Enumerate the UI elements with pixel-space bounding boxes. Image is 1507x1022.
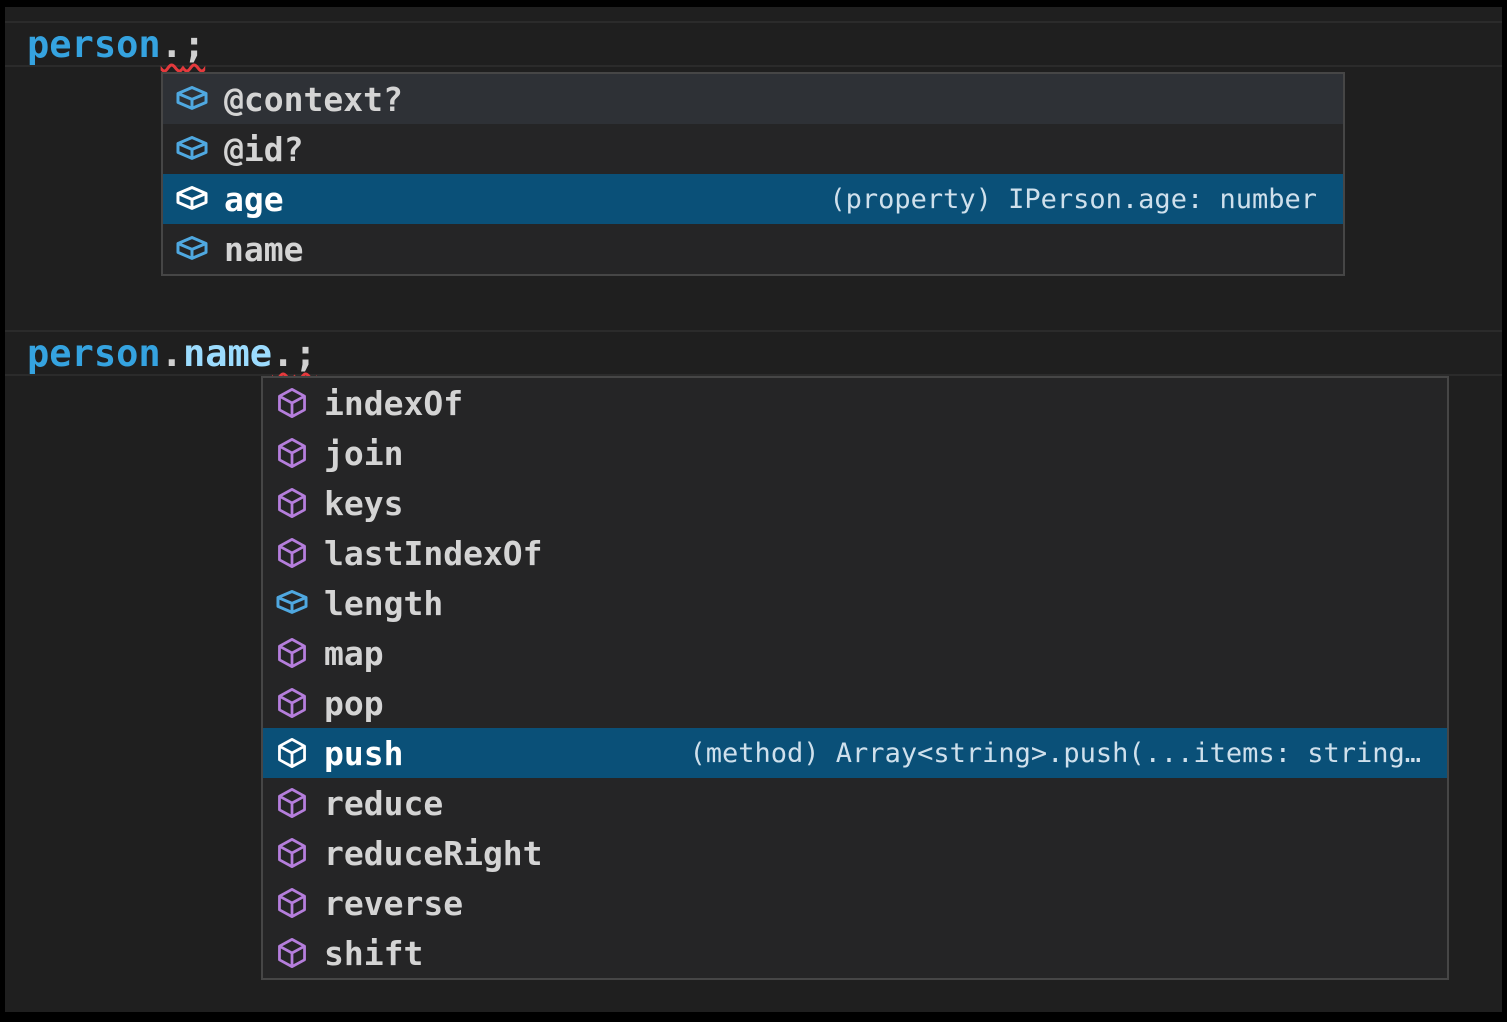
field-icon bbox=[175, 82, 209, 116]
suggest-item-label: indexOf bbox=[324, 383, 464, 423]
suggest-item-shift[interactable]: shift bbox=[263, 928, 1447, 978]
suggest-item-label: keys bbox=[324, 483, 404, 523]
suggest-item-label: reverse bbox=[324, 883, 464, 923]
code-token-semicolon: ; bbox=[294, 331, 317, 375]
suggest-item-label: @id? bbox=[224, 129, 304, 169]
suggest-item-join[interactable]: join bbox=[263, 428, 1447, 478]
suggest-item-label: pop bbox=[324, 683, 384, 723]
code-token-name: name bbox=[182, 331, 273, 375]
suggest-widget-string-members: indexOf join keys lastIndexOf length map… bbox=[261, 376, 1449, 980]
suggest-item-label: name bbox=[224, 229, 304, 269]
method-icon bbox=[275, 636, 309, 670]
method-icon bbox=[275, 436, 309, 470]
suggest-widget-person-members: @context? @id? age (property) IPerson.ag… bbox=[161, 72, 1345, 276]
suggest-item-length[interactable]: length bbox=[263, 578, 1447, 628]
suggest-item-label: age bbox=[224, 179, 284, 219]
method-icon bbox=[275, 386, 309, 420]
suggest-item-age[interactable]: age (property) IPerson.age: number bbox=[163, 174, 1343, 224]
suggest-item-map[interactable]: map bbox=[263, 628, 1447, 678]
code-token-person: person bbox=[27, 331, 161, 375]
suggest-item-detail: (property) IPerson.age: number bbox=[829, 183, 1317, 215]
suggest-item-name[interactable]: name bbox=[163, 224, 1343, 274]
suggest-item-label: reduce bbox=[324, 783, 444, 823]
suggest-item-id[interactable]: @id? bbox=[163, 124, 1343, 174]
code-token-dot: . bbox=[160, 331, 183, 375]
field-icon bbox=[175, 132, 209, 166]
code-editor[interactable]: person.; @context? @id? age (property) I… bbox=[5, 7, 1502, 1012]
field-icon bbox=[175, 232, 209, 266]
field-icon bbox=[275, 586, 309, 620]
suggest-item-context[interactable]: @context? bbox=[163, 74, 1343, 124]
suggest-item-label: reduceRight bbox=[324, 833, 543, 873]
suggest-item-reverse[interactable]: reverse bbox=[263, 878, 1447, 928]
suggest-item-label: shift bbox=[324, 933, 424, 973]
code-token-semicolon: ; bbox=[182, 22, 206, 66]
suggest-item-push[interactable]: push (method) Array<string>.push(...item… bbox=[263, 728, 1447, 778]
method-icon bbox=[275, 836, 309, 870]
suggest-item-keys[interactable]: keys bbox=[263, 478, 1447, 528]
code-line-1[interactable]: person.; bbox=[5, 21, 1502, 67]
method-icon bbox=[275, 486, 309, 520]
code-token-dot: . bbox=[272, 331, 295, 375]
code-line-2[interactable]: person.name.; bbox=[5, 330, 1502, 376]
method-icon bbox=[275, 786, 309, 820]
method-icon bbox=[275, 536, 309, 570]
suggest-item-indexof[interactable]: indexOf bbox=[263, 378, 1447, 428]
method-icon bbox=[275, 936, 309, 970]
suggest-item-reduce[interactable]: reduce bbox=[263, 778, 1447, 828]
method-icon bbox=[275, 886, 309, 920]
suggest-item-detail: (method) Array<string>.push(...items: st… bbox=[689, 737, 1422, 769]
suggest-item-label: push bbox=[324, 733, 404, 773]
suggest-item-reduceright[interactable]: reduceRight bbox=[263, 828, 1447, 878]
suggest-item-label: lastIndexOf bbox=[324, 533, 543, 573]
field-icon bbox=[175, 182, 209, 216]
suggest-item-label: map bbox=[324, 633, 384, 673]
suggest-item-label: length bbox=[324, 583, 444, 623]
suggest-item-label: join bbox=[324, 433, 404, 473]
method-icon bbox=[275, 686, 309, 720]
code-token-dot: . bbox=[160, 22, 183, 66]
suggest-item-label: @context? bbox=[224, 79, 403, 119]
code-token-person: person bbox=[27, 22, 161, 66]
suggest-item-lastindexof[interactable]: lastIndexOf bbox=[263, 528, 1447, 578]
suggest-item-pop[interactable]: pop bbox=[263, 678, 1447, 728]
method-icon bbox=[275, 736, 309, 770]
